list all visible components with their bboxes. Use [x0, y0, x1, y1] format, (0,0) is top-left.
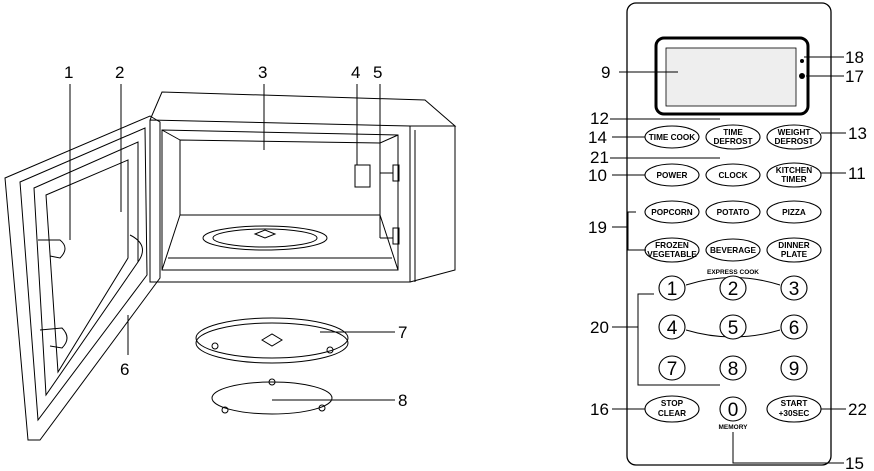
- digit-2-button[interactable]: 2: [720, 276, 746, 300]
- svg-text:5: 5: [728, 318, 739, 339]
- digit-7-button[interactable]: 7: [659, 356, 685, 380]
- callout-18: 18: [845, 48, 864, 67]
- svg-text:+30SEC: +30SEC: [779, 409, 810, 418]
- svg-text:8: 8: [728, 359, 739, 380]
- svg-text:4: 4: [667, 318, 678, 339]
- svg-text:DEFROST: DEFROST: [774, 137, 813, 146]
- control-panel: 9 18 17 12 TIME COOK TIME DEFROST WEIGHT…: [588, 3, 867, 471]
- frozen-vegetable-button[interactable]: FROZEN VEGETABLE: [645, 238, 699, 262]
- digit-6-button[interactable]: 6: [781, 315, 807, 339]
- svg-text:6: 6: [789, 318, 800, 339]
- callout-10: 10: [588, 166, 607, 185]
- callout-22: 22: [848, 400, 867, 419]
- time-defrost-button[interactable]: TIME DEFROST: [706, 125, 760, 149]
- digit-0-button[interactable]: 0: [720, 397, 746, 421]
- digit-5-button[interactable]: 5: [720, 315, 746, 339]
- svg-text:2: 2: [728, 279, 739, 300]
- svg-text:TIME COOK: TIME COOK: [649, 133, 695, 142]
- callout-15: 15: [845, 454, 864, 471]
- svg-text:FROZEN: FROZEN: [655, 241, 689, 250]
- start-button[interactable]: START +30SEC: [767, 396, 821, 422]
- svg-text:DEFROST: DEFROST: [713, 137, 752, 146]
- svg-text:1: 1: [667, 279, 678, 300]
- callout-11: 11: [848, 164, 866, 183]
- svg-text:PLATE: PLATE: [781, 250, 808, 259]
- memory-label: MEMORY: [718, 424, 748, 431]
- callout-1: 1: [64, 63, 73, 82]
- callout-6: 6: [120, 360, 129, 379]
- svg-text:TIME: TIME: [723, 128, 743, 137]
- svg-text:PIZZA: PIZZA: [782, 208, 806, 217]
- oven-cavity: [162, 130, 398, 270]
- digit-9-button[interactable]: 9: [781, 356, 807, 380]
- svg-text:CLEAR: CLEAR: [658, 409, 686, 418]
- svg-text:TIMER: TIMER: [781, 175, 807, 184]
- svg-text:VEGETABLE: VEGETABLE: [647, 250, 697, 259]
- svg-text:DINNER: DINNER: [778, 241, 809, 250]
- callout-17: 17: [845, 67, 864, 86]
- callout-20: 20: [590, 318, 609, 337]
- svg-text:CLOCK: CLOCK: [718, 171, 747, 180]
- callout-7: 7: [398, 323, 407, 342]
- callout-13: 13: [848, 124, 867, 143]
- microwave-oven: 1 2 3 4 5 6 7 8: [5, 63, 455, 440]
- digit-1-button[interactable]: 1: [659, 276, 685, 300]
- callout-4: 4: [351, 63, 360, 82]
- digit-3-button[interactable]: 3: [781, 276, 807, 300]
- callout-19: 19: [588, 218, 607, 237]
- popcorn-button[interactable]: POPCORN: [645, 201, 699, 223]
- svg-text:POWER: POWER: [657, 171, 688, 180]
- svg-text:9: 9: [789, 359, 800, 380]
- display-indicator-upper: [800, 59, 804, 63]
- svg-text:POPCORN: POPCORN: [651, 208, 692, 217]
- svg-text:WEIGHT: WEIGHT: [778, 128, 811, 137]
- svg-text:STOP: STOP: [661, 399, 684, 408]
- pizza-button[interactable]: PIZZA: [767, 201, 821, 223]
- glass-tray: [196, 318, 348, 363]
- callout-12: 12: [590, 109, 609, 128]
- svg-text:0: 0: [728, 400, 739, 421]
- kitchen-timer-button[interactable]: KITCHEN TIMER: [767, 163, 821, 187]
- display-indicator-lower: [799, 73, 805, 79]
- svg-text:POTATO: POTATO: [717, 208, 750, 217]
- stop-clear-button[interactable]: STOP CLEAR: [645, 396, 699, 422]
- dinner-plate-button[interactable]: DINNER PLATE: [767, 238, 821, 262]
- callout-2: 2: [115, 63, 124, 82]
- callout-5: 5: [373, 63, 382, 82]
- time-cook-button[interactable]: TIME COOK: [645, 126, 699, 148]
- display-screen: [666, 48, 796, 106]
- callout-21: 21: [590, 148, 609, 167]
- svg-text:7: 7: [667, 359, 678, 380]
- svg-text:3: 3: [789, 279, 800, 300]
- weight-defrost-button[interactable]: WEIGHT DEFROST: [767, 125, 821, 149]
- beverage-button[interactable]: BEVERAGE: [706, 239, 760, 261]
- svg-text:START: START: [781, 399, 808, 408]
- waveguide-cover: [355, 165, 370, 187]
- oven-door: [5, 116, 160, 440]
- roller-ring: [212, 379, 332, 414]
- svg-text:KITCHEN: KITCHEN: [776, 166, 812, 175]
- digit-4-button[interactable]: 4: [659, 315, 685, 339]
- clock-button[interactable]: CLOCK: [706, 164, 760, 186]
- digit-8-button[interactable]: 8: [720, 356, 746, 380]
- callout-3: 3: [258, 63, 267, 82]
- svg-text:BEVERAGE: BEVERAGE: [710, 246, 756, 255]
- potato-button[interactable]: POTATO: [706, 201, 760, 223]
- callout-8: 8: [398, 391, 407, 410]
- power-button[interactable]: POWER: [645, 164, 699, 186]
- callout-14: 14: [588, 128, 607, 147]
- callout-9: 9: [601, 63, 610, 82]
- express-cook-label: EXPRESS COOK: [707, 269, 759, 276]
- callout-16: 16: [590, 400, 609, 419]
